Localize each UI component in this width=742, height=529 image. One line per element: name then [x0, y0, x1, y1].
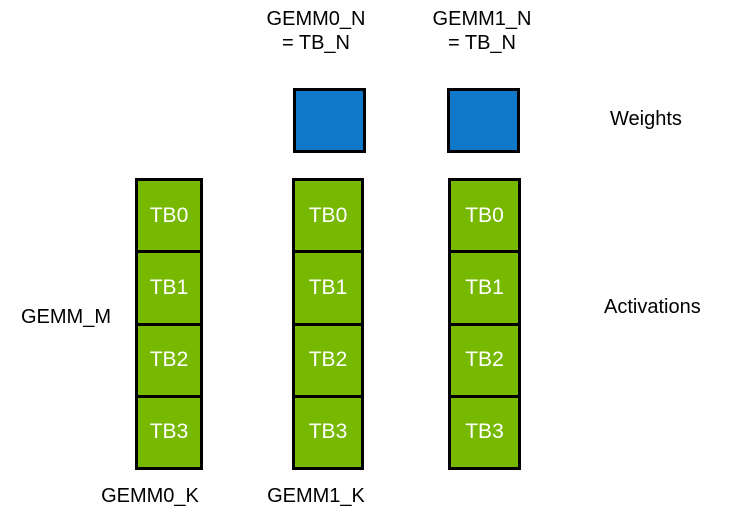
tb-block-label: TB0 [308, 203, 348, 227]
tb-block-label: TB1 [308, 275, 348, 299]
tb-block-label: TB0 [149, 203, 189, 227]
weights-label: Weights [610, 108, 682, 130]
tb-block: TB0 [135, 178, 203, 254]
gemm0-n-header-line2: = TB_N [282, 32, 350, 54]
activations-label: Activations [604, 296, 701, 318]
activation-column-2: TB0 TB1 TB2 TB3 [448, 178, 521, 470]
tb-block-label: TB1 [149, 275, 189, 299]
activation-column-0: TB0 TB1 TB2 TB3 [135, 178, 203, 470]
gemm1-n-header-line1: GEMM1_N [432, 8, 532, 30]
tb-block: TB1 [292, 250, 364, 326]
tb-block: TB1 [448, 250, 521, 326]
tb-block-label: TB0 [465, 203, 504, 227]
gemm-m-label: GEMM_M [21, 306, 111, 328]
tb-block-label: TB2 [149, 348, 189, 372]
tb-block: TB3 [292, 394, 364, 470]
gemm0-n-header-line1: GEMM0_N [266, 8, 366, 30]
tb-block: TB2 [135, 322, 203, 398]
weights-block-gemm1 [447, 88, 520, 153]
tb-block: TB0 [448, 178, 521, 254]
gemm1-n-header: GEMM1_N = TB_N [397, 7, 567, 55]
tb-block-label: TB2 [308, 348, 348, 372]
tb-block: TB3 [135, 394, 203, 470]
tb-block: TB2 [448, 322, 521, 398]
gemm1-n-header-line2: = TB_N [448, 32, 516, 54]
tb-block: TB2 [292, 322, 364, 398]
gemm0-k-label: GEMM0_K [101, 485, 199, 507]
tb-block-label: TB1 [465, 275, 504, 299]
gemm1-k-label: GEMM1_K [267, 485, 365, 507]
tb-block-label: TB3 [308, 420, 348, 444]
tb-block: TB1 [135, 250, 203, 326]
tb-block-label: TB3 [465, 420, 504, 444]
gemm0-n-header: GEMM0_N = TB_N [231, 7, 401, 55]
tb-block: TB3 [448, 394, 521, 470]
tb-block: TB0 [292, 178, 364, 254]
weights-block-gemm0 [293, 88, 366, 153]
activation-column-1: TB0 TB1 TB2 TB3 [292, 178, 364, 470]
tb-block-label: TB3 [149, 420, 189, 444]
tb-block-label: TB2 [465, 348, 504, 372]
